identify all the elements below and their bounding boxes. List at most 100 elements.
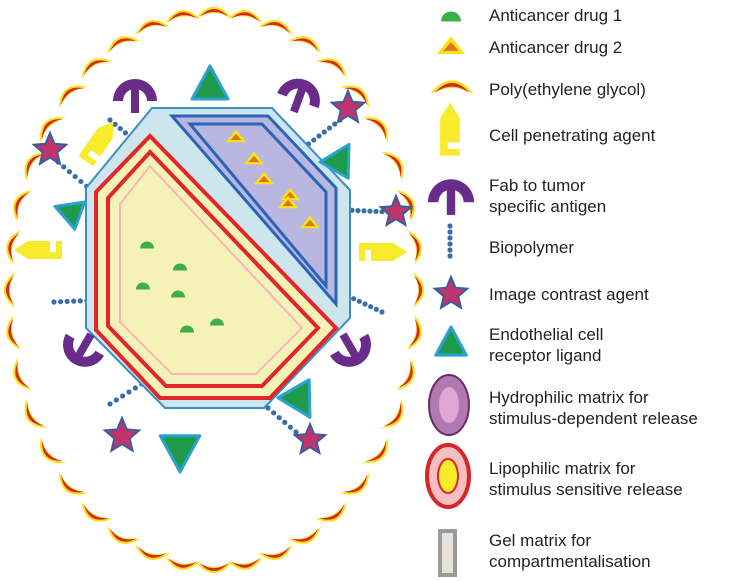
peg-outer bbox=[24, 398, 47, 429]
legend-icons bbox=[425, 11, 475, 577]
cpa-tip bbox=[393, 243, 407, 261]
peg-outer bbox=[58, 471, 88, 495]
peg-outer bbox=[196, 6, 232, 18]
cpa-tip bbox=[14, 241, 28, 259]
drug1-icon bbox=[171, 290, 185, 298]
biopolymer-bead bbox=[367, 208, 373, 214]
peg-inner bbox=[230, 557, 260, 568]
fab-stem bbox=[339, 332, 362, 363]
peg-unit bbox=[134, 20, 171, 36]
peg-inner bbox=[383, 154, 402, 178]
biopolymer-bead bbox=[311, 137, 317, 143]
fab-icon bbox=[329, 332, 371, 367]
contrast-agent-icon bbox=[31, 130, 69, 166]
peg-outer bbox=[362, 117, 388, 143]
biopolymer-bead bbox=[373, 208, 379, 215]
biopolymer-bead bbox=[332, 121, 338, 127]
peg-unit bbox=[196, 562, 232, 574]
peg-unit bbox=[13, 357, 33, 391]
peg-outer bbox=[340, 85, 370, 109]
peg-unit bbox=[164, 10, 201, 24]
peg-unit bbox=[381, 151, 404, 182]
drug1-icon bbox=[180, 325, 194, 333]
cpa-tip bbox=[97, 121, 114, 139]
peg-outer bbox=[106, 36, 141, 54]
contrast-agent-icon bbox=[102, 415, 142, 453]
fab-arc bbox=[427, 179, 475, 203]
surface-ligands bbox=[14, 64, 414, 474]
biopolymer-bead bbox=[362, 301, 368, 307]
peg-unit bbox=[287, 526, 322, 544]
peg-unit bbox=[58, 471, 88, 495]
biopolymer-bead bbox=[57, 299, 64, 305]
peg-unit bbox=[406, 229, 422, 266]
biopolymer-bead bbox=[447, 223, 453, 229]
biopolymer-bead bbox=[271, 410, 277, 416]
biopolymer-bead bbox=[64, 298, 70, 305]
legend-label-peg: Poly(ethylene glycol) bbox=[489, 80, 646, 99]
biopolymer-bead bbox=[447, 241, 453, 247]
ligand-icon bbox=[318, 142, 351, 180]
biopolymer-bead bbox=[282, 419, 288, 425]
legend-label-fab: Fab to tumor specific antigen bbox=[489, 176, 607, 216]
peg-unit bbox=[3, 272, 15, 308]
biopolymer-bead bbox=[368, 304, 374, 310]
biopolymer-bead bbox=[265, 405, 271, 411]
ligand-icon bbox=[190, 64, 230, 101]
peg-inner bbox=[8, 233, 20, 262]
peg-inner bbox=[5, 275, 14, 305]
peg-outer bbox=[362, 437, 388, 463]
contrast-agent-icon bbox=[292, 421, 328, 456]
peg-inner bbox=[365, 440, 386, 461]
legend-label-drug1: Anticancer drug 1 bbox=[489, 6, 623, 25]
peg-outer bbox=[3, 272, 15, 308]
peg-unit bbox=[395, 357, 415, 391]
peg-inner bbox=[199, 563, 229, 572]
biopolymer-bead bbox=[71, 298, 77, 304]
biopolymer-bead bbox=[61, 164, 67, 170]
biopolymer-bead bbox=[293, 429, 299, 435]
fab-icon bbox=[427, 179, 475, 215]
ligand-icon bbox=[434, 325, 468, 357]
peg-unit bbox=[134, 544, 171, 560]
contrast-agent-icon bbox=[378, 193, 414, 228]
legend-lipophilic-inner bbox=[437, 458, 459, 494]
peg-outer bbox=[6, 229, 22, 266]
peg-inner bbox=[365, 119, 386, 140]
peg-inner bbox=[291, 528, 319, 542]
peg-inner bbox=[230, 12, 260, 23]
fab-icon bbox=[277, 78, 320, 114]
legend-label-hydrophilic: Hydrophilic matrix for stimulus-dependen… bbox=[489, 388, 698, 428]
peg-unit bbox=[106, 36, 141, 54]
drug2-core bbox=[304, 219, 316, 227]
legend-label-cpa: Cell penetrating agent bbox=[489, 126, 656, 145]
peg-unit bbox=[315, 58, 347, 79]
fab-arc bbox=[113, 79, 157, 101]
biopolymer-bead bbox=[316, 133, 322, 139]
peg-inner bbox=[398, 361, 413, 388]
peg-inner bbox=[15, 192, 30, 219]
peg-unit bbox=[381, 398, 404, 429]
peg-inner bbox=[168, 557, 198, 568]
legend-label-drug2: Anticancer drug 2 bbox=[489, 38, 623, 57]
drug2-core bbox=[248, 155, 260, 163]
peg-outer bbox=[196, 562, 232, 574]
lipophilic-compartment-inner-line bbox=[106, 149, 321, 388]
peg-inner bbox=[343, 87, 367, 106]
drug2-core bbox=[258, 175, 270, 183]
legend-label-contrast: Image contrast agent bbox=[489, 285, 649, 304]
peg-inner bbox=[383, 402, 402, 426]
peg-outer bbox=[395, 357, 415, 391]
fab-stem bbox=[131, 83, 139, 113]
biopolymer-bead bbox=[51, 299, 57, 305]
cpa-icon bbox=[440, 102, 460, 156]
anticancer-drug-2-group bbox=[226, 129, 320, 229]
peg-unit bbox=[81, 58, 113, 79]
peg-unit bbox=[430, 80, 474, 94]
peg-outer bbox=[287, 36, 322, 54]
peg-inner bbox=[61, 87, 85, 106]
cpa-hook bbox=[78, 146, 97, 167]
peg-inner bbox=[83, 60, 110, 76]
peg-inner bbox=[261, 22, 290, 34]
